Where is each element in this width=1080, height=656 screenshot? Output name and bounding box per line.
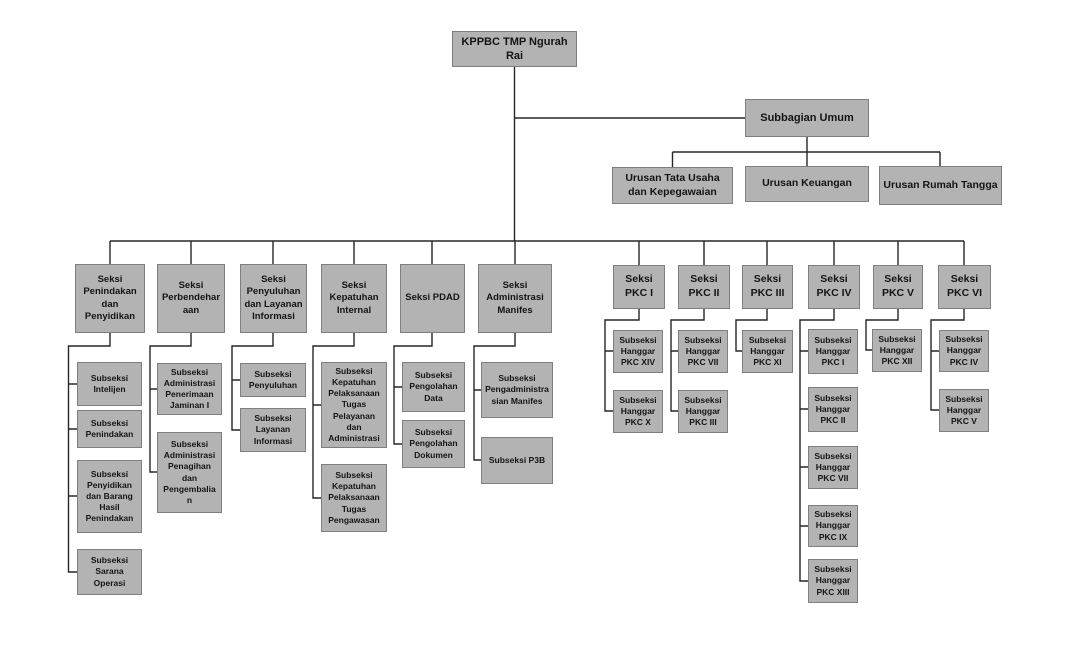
subseksi-p3b-box: Subseksi P3B	[481, 437, 553, 484]
subseksi-hanggar-pkc-v-box: Subseksi Hanggar PKC V	[939, 389, 989, 432]
seksi-perbendeharaan-box: Seksi Perbendeharaan	[157, 264, 225, 333]
subseksi-penindakan-box: Subseksi Penindakan	[77, 410, 142, 448]
subseksi-hanggar-pkc-vii-2-box: Subseksi Hanggar PKC VII	[808, 446, 858, 489]
subseksi-hanggar-pkc-xiii-box: Subseksi Hanggar PKC XIII	[808, 559, 858, 603]
subseksi-layanan-informasi-box: Subseksi Layanan Informasi	[240, 408, 306, 452]
subseksi-hanggar-pkc-iv-box: Subseksi Hanggar PKC IV	[939, 330, 989, 372]
urusan-tata-usaha-box: Urusan Tata Usaha dan Kepegawaian	[612, 167, 733, 204]
root-box: KPPBC TMP Ngurah Rai	[452, 31, 577, 67]
seksi-pdad-box: Seksi PDAD	[400, 264, 465, 333]
subseksi-adm-penagihan-box: Subseksi Administrasi Penagihan dan Peng…	[157, 432, 222, 513]
seksi-kepatuhan-internal-box: Seksi Kepatuhan Internal	[321, 264, 387, 333]
subseksi-hanggar-pkc-xi-box: Subseksi Hanggar PKC XI	[742, 330, 793, 373]
subseksi-penyidikan-box: Subseksi Penyidikan dan Barang Hasil Pen…	[77, 460, 142, 533]
seksi-pkc-6-box: Seksi PKC VI	[938, 265, 991, 309]
subseksi-adm-penerimaan-box: Subseksi Administrasi Penerimaan Jaminan…	[157, 363, 222, 415]
subseksi-pengadministrasian-manifes-box: Subseksi Pengadministrasian Manifes	[481, 362, 553, 418]
subseksi-penyuluhan-box: Subseksi Penyuluhan	[240, 363, 306, 397]
seksi-administrasi-manifes-box: Seksi Administrasi Manifes	[478, 264, 552, 333]
seksi-pkc-3-box: Seksi PKC III	[742, 265, 793, 309]
seksi-pkc-5-box: Seksi PKC V	[873, 265, 923, 309]
subseksi-hanggar-pkc-vii-box: Subseksi Hanggar PKC VII	[678, 330, 728, 373]
connector-urusan-drops	[671, 152, 941, 167]
subseksi-intelijen-box: Subseksi Intelijen	[77, 362, 142, 406]
urusan-keuangan-box: Urusan Keuangan	[745, 166, 869, 202]
subseksi-hanggar-pkc-iii-box: Subseksi Hanggar PKC III	[678, 390, 728, 433]
connector-seksi-drops	[109, 241, 965, 265]
subseksi-hanggar-pkc-ii-box: Subseksi Hanggar PKC II	[808, 387, 858, 432]
subseksi-hanggar-pkc-ix-box: Subseksi Hanggar PKC IX	[808, 505, 858, 547]
seksi-pkc-2-box: Seksi PKC II	[678, 265, 730, 309]
subseksi-kepatuhan-pengawasan-box: Subseksi Kepatuhan Pelaksanaan Tugas Pen…	[321, 464, 387, 532]
seksi-penyuluhan-box: Seksi Penyuluhan dan Layanan Informasi	[240, 264, 307, 333]
subseksi-hanggar-pkc-xiv-box: Subseksi Hanggar PKC XIV	[613, 330, 663, 373]
subbagian-umum-box: Subbagian Umum	[745, 99, 869, 137]
subseksi-pengolahan-dokumen-box: Subseksi Pengolahan Dokumen	[402, 420, 465, 468]
subseksi-kepatuhan-pelayanan-box: Subseksi Kepatuhan Pelaksanaan Tugas Pel…	[321, 362, 387, 448]
subseksi-pengolahan-data-box: Subseksi Pengolahan Data	[402, 362, 465, 412]
subseksi-hanggar-pkc-x-box: Subseksi Hanggar PKC X	[613, 390, 663, 433]
subseksi-sarana-operasi-box: Subseksi Sarana Operasi	[77, 549, 142, 595]
urusan-rumah-tangga-box: Urusan Rumah Tangga	[879, 166, 1002, 205]
subseksi-hanggar-pkc-i-box: Subseksi Hanggar PKC I	[808, 329, 858, 374]
seksi-pkc-4-box: Seksi PKC IV	[808, 265, 860, 309]
subseksi-hanggar-pkc-xii-box: Subseksi Hanggar PKC XII	[872, 329, 922, 372]
seksi-penindakan-box: Seksi Penindakan dan Penyidikan	[75, 264, 145, 333]
seksi-pkc-1-box: Seksi PKC I	[613, 265, 665, 309]
